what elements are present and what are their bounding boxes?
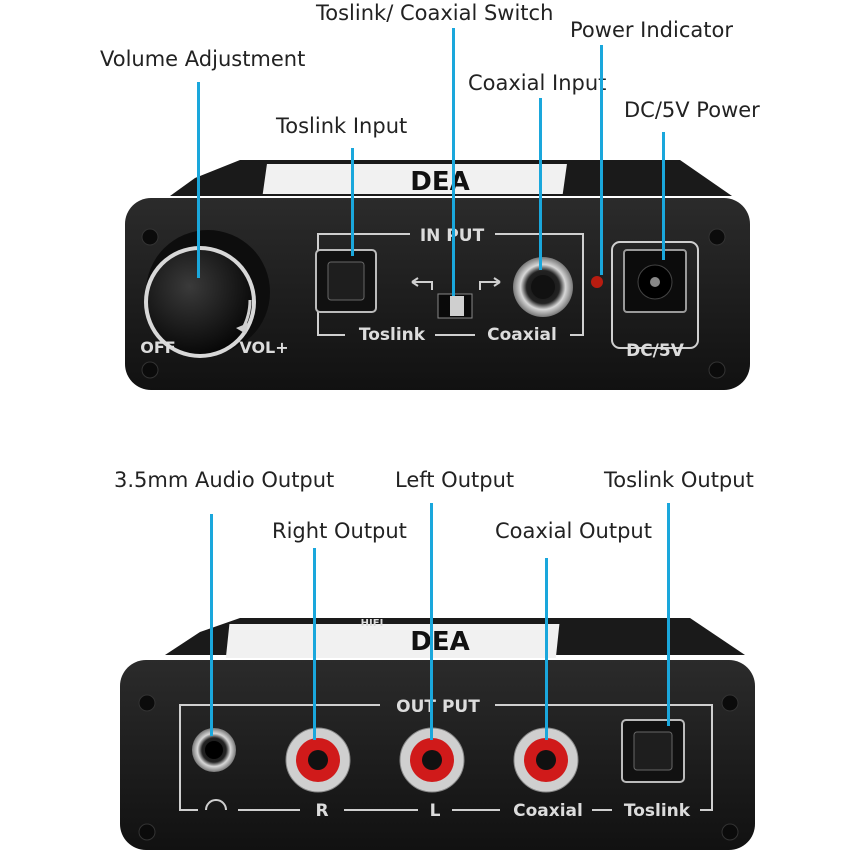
dc-label: DC/5V [626, 341, 685, 361]
callout-coaxial-output: Coaxial Output [495, 519, 652, 543]
power-led-icon [591, 276, 603, 288]
output-title: OUT PUT [396, 697, 480, 717]
leader-line [210, 514, 213, 736]
top-brand-label: DEA [410, 167, 469, 197]
volume-knob[interactable] [148, 250, 252, 354]
top-device-label-plate [262, 164, 567, 194]
toslink-input-door [327, 261, 365, 301]
off-label: OFF [140, 338, 175, 357]
callout-left-output: Left Output [395, 468, 515, 492]
switch-slider [450, 296, 464, 316]
coaxial-output-hole [536, 750, 556, 770]
callout-dc-power: DC/5V Power [624, 98, 760, 122]
screw-icon [721, 823, 739, 841]
screw-icon [708, 361, 726, 379]
output-frame [179, 704, 713, 811]
bottom-brand-label: DEA [410, 627, 469, 657]
leader-line [667, 503, 670, 726]
callout-toslink-input: Toslink Input [276, 114, 408, 138]
screw-icon [721, 694, 739, 712]
leader-line [539, 98, 542, 270]
leader-line [600, 45, 603, 275]
screw-icon [708, 228, 726, 246]
screw-icon [138, 694, 156, 712]
leader-line [452, 28, 455, 296]
vol-label: VOL+ [239, 338, 288, 357]
callout-switch: Toslink/ Coaxial Switch [316, 1, 554, 25]
bottom-device [120, 618, 755, 850]
arrow-right-icon [479, 277, 501, 290]
leader-line [545, 558, 548, 740]
screw-icon [141, 361, 159, 379]
leader-line [351, 148, 354, 256]
screw-icon [138, 823, 156, 841]
screw-icon [141, 228, 159, 246]
callout-power-indicator: Power Indicator [570, 18, 733, 42]
toslink-input-label: Toslink [359, 325, 426, 345]
toslink-output-label: Toslink [624, 801, 691, 821]
toslink-output-door [633, 731, 673, 771]
callout-toslink-output: Toslink Output [604, 468, 754, 492]
hifi-label: HIFI [361, 618, 384, 629]
arrow-icon [236, 323, 248, 334]
bottom-device-label-plate [225, 624, 560, 658]
arrow-left-icon [411, 277, 433, 290]
callout-audio-output: 3.5mm Audio Output [114, 468, 335, 492]
leader-line [197, 82, 200, 278]
audio-jack-hole [205, 741, 223, 759]
callout-coaxial-input: Coaxial Input [468, 71, 607, 95]
right-output-hole [308, 750, 328, 770]
coaxial-input-label: Coaxial [487, 325, 557, 345]
top-device [125, 160, 750, 390]
callout-right-output: Right Output [272, 519, 407, 543]
l-label: L [430, 801, 441, 821]
leader-line [313, 548, 316, 740]
dc-pin-icon [650, 277, 660, 287]
left-output-hole [422, 750, 442, 770]
callout-volume-adjustment: Volume Adjustment [100, 47, 306, 71]
coaxial-input-hole [531, 275, 555, 299]
headphone-icon [205, 799, 227, 811]
dc-frame [611, 241, 699, 349]
leader-line [430, 503, 433, 740]
r-label: R [315, 801, 328, 821]
leader-line [662, 132, 665, 260]
coaxial-output-label: Coaxial [513, 801, 583, 821]
